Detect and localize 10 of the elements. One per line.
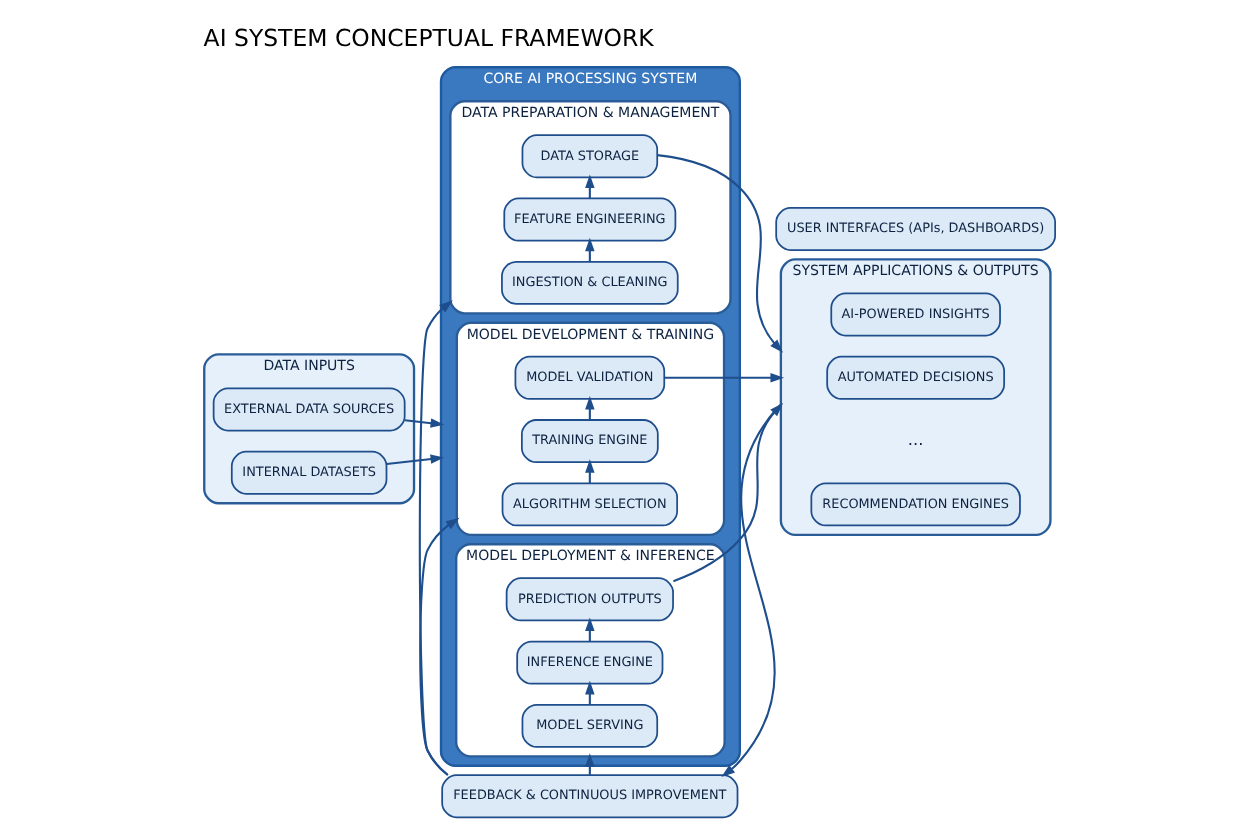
- arrow: [584, 679, 594, 704]
- label: ...: [906, 428, 923, 449]
- diagram-title: AI SYSTEM CONCEPTUAL FRAMEWORK: [202, 23, 653, 52]
- arrow: [417, 299, 452, 775]
- arrow: [656, 153, 783, 352]
- arrow: [584, 236, 594, 261]
- arrow: [663, 372, 784, 382]
- arrow: [418, 516, 459, 775]
- arrow: [403, 417, 444, 427]
- arrow: [385, 453, 444, 465]
